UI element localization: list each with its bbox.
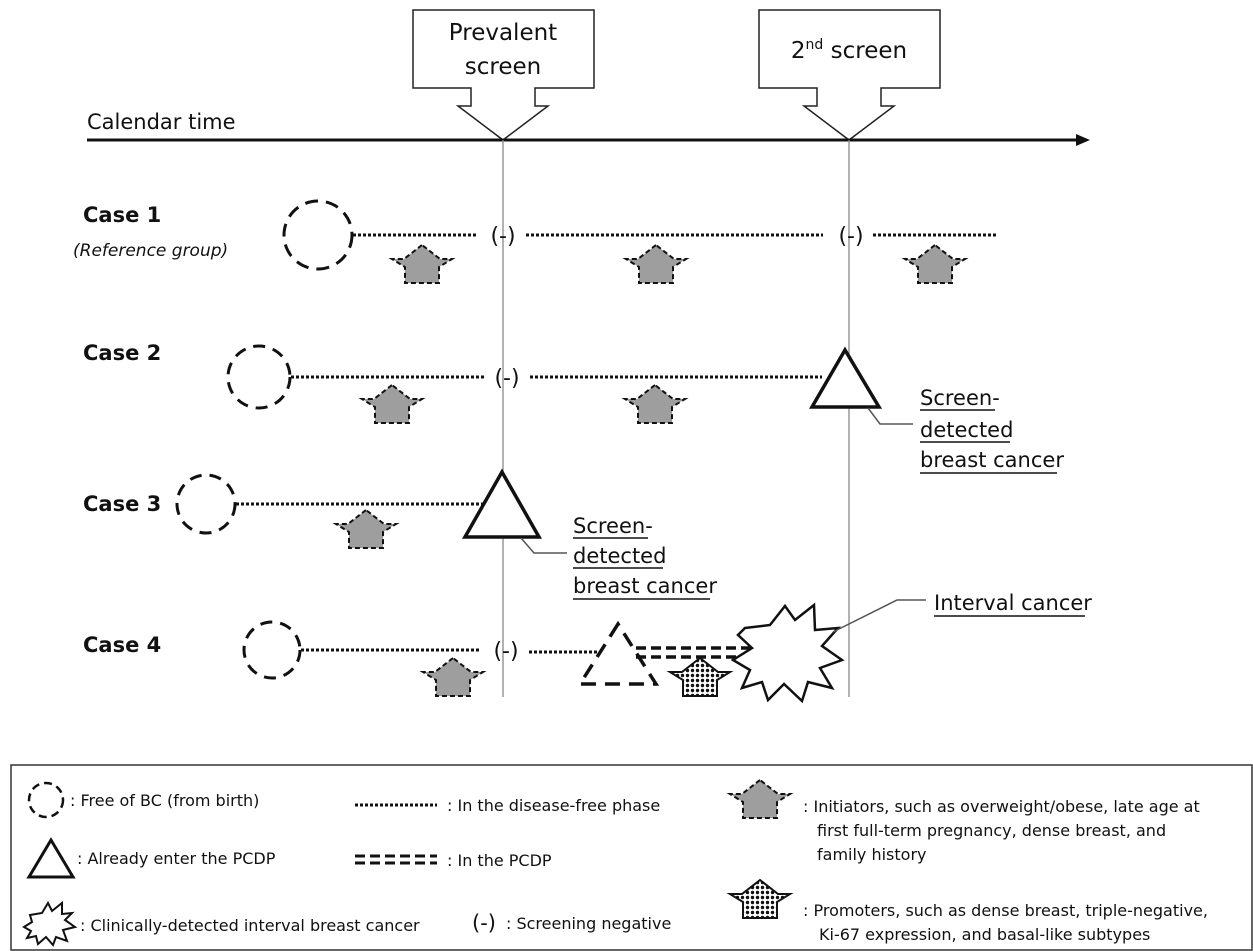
legend-negative-icon: (-) (472, 911, 496, 935)
legend-promoters-text: : Promoters, such as dense breast, tripl… (803, 901, 1208, 920)
legend-free-of-bc-text: : Free of BC (from birth) (70, 791, 259, 810)
legend-promoters-text: Ki-67 expression, and basal-like subtype… (819, 925, 1150, 944)
screen-detected-label: Screen- (920, 386, 1000, 410)
screening-negative-mark: (-) (838, 224, 863, 249)
pcdp-triangle-icon (461, 468, 543, 539)
screen-detected-label: detected (573, 544, 666, 568)
case-2-row: (-) Screen- detected breast cancer (226, 344, 1064, 474)
case-1-sublabel: (Reference group) (73, 241, 228, 261)
case-2-label: Case 2 (83, 341, 161, 365)
case-1-label: Case 1 (83, 203, 161, 227)
initiator-icon (625, 244, 687, 284)
calendar-time-arrow (87, 134, 1090, 146)
free-of-bc-icon (226, 344, 292, 410)
screen-detected-label: breast cancer (573, 574, 717, 598)
initiator-icon (422, 657, 484, 697)
legend-screening-negative-text: : Screening negative (506, 914, 671, 933)
screening-negative-mark: (-) (493, 639, 518, 664)
legend-burst-icon (22, 900, 78, 947)
initiator-icon (335, 509, 397, 549)
legend-initiators-text: first full-term pregnancy, dense breast,… (817, 821, 1166, 840)
free-of-bc-icon (175, 473, 237, 535)
initiator-icon (624, 384, 686, 424)
callout-leader (867, 407, 913, 425)
screen-detected-label: breast cancer (920, 448, 1064, 472)
legend-initiators-text: : Initiators, such as overweight/obese, … (803, 797, 1200, 816)
timeline-label: Calendar time (87, 110, 236, 134)
initiator-icon (361, 384, 423, 424)
screening-negative-mark: (-) (494, 366, 519, 391)
callout-leader (832, 599, 926, 633)
case-3-row: Screen- detected breast cancer (175, 468, 717, 600)
initiator-icon (904, 244, 966, 284)
prevalent-screen-label-line1: Prevalent (449, 20, 557, 46)
legend: : Free of BC (from birth) : In the disea… (10, 764, 1253, 951)
pcdp-entry-triangle-icon (576, 620, 660, 686)
case-1-row: (-) (-) (282, 199, 996, 284)
legend-free-of-bc-icon (27, 781, 65, 819)
screen-detected-label: detected (920, 418, 1013, 442)
legend-already-pcdp-text: : Already enter the PCDP (77, 849, 276, 868)
free-of-bc-icon (282, 199, 354, 271)
legend-in-pcdp-text: : In the PCDP (447, 851, 552, 870)
second-screen-label: 2nd screen (791, 37, 907, 64)
legend-initiators-text: family history (817, 845, 927, 864)
legend-clinical-interval-text: : Clinically-detected interval breast ca… (80, 916, 420, 935)
case-3-label: Case 3 (83, 492, 161, 516)
initiator-icon (391, 244, 453, 284)
prevalent-screen-label-line2: screen (465, 54, 541, 80)
interval-cancer-label: Interval cancer (934, 591, 1092, 615)
screening-negative-mark: (-) (490, 224, 515, 249)
case-4-label: Case 4 (83, 633, 161, 657)
case-4-row: (-) Interval cancer (242, 591, 1092, 704)
legend-pcdp-triangle-icon (26, 837, 76, 879)
legend-box (10, 764, 1253, 951)
second-screen-callout: 2nd screen (758, 9, 941, 141)
legend-disease-free-text: : In the disease-free phase (447, 796, 660, 815)
callout-leader (520, 537, 567, 554)
promoter-icon (669, 657, 731, 697)
screen-detected-label: Screen- (573, 514, 653, 538)
free-of-bc-icon (242, 620, 302, 680)
prevalent-screen-callout: Prevalent screen (412, 9, 595, 141)
pcdp-triangle-icon (808, 346, 883, 409)
interval-cancer-burst-icon (730, 602, 845, 704)
